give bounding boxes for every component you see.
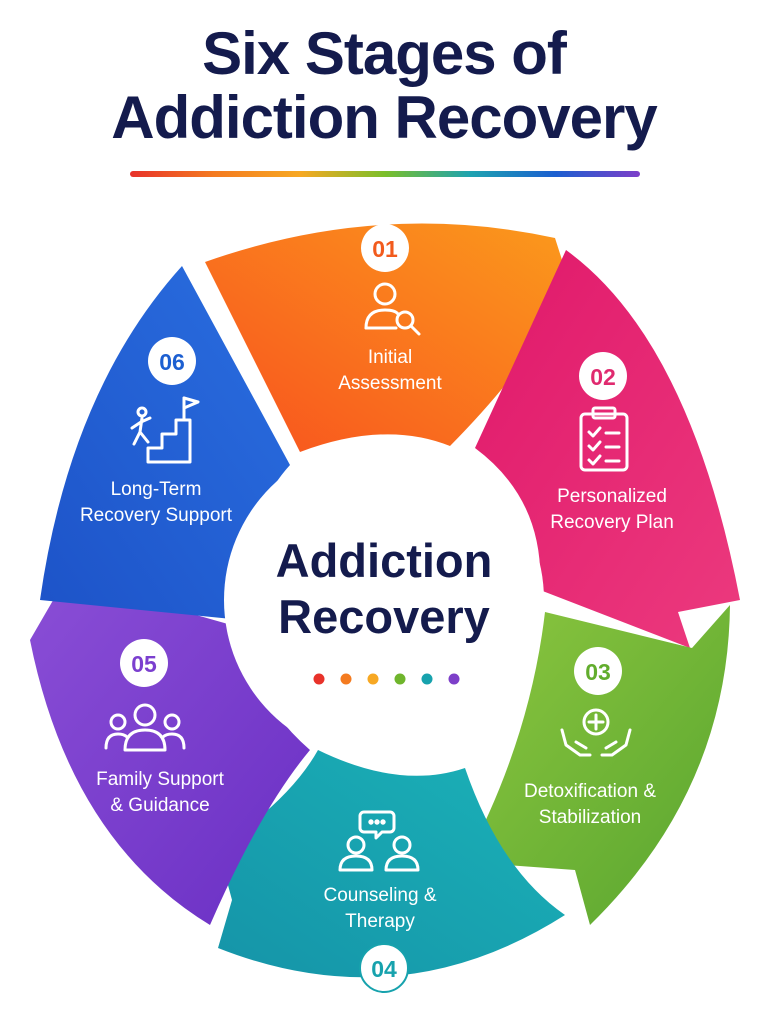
stage-02-number-badge [579,352,627,400]
stage-03-label-line-2: Stabilization [539,807,641,828]
title-rainbow-underline [130,171,640,177]
stage-04-label-line-2: Therapy [345,911,415,932]
stage-04-label-line-1: Counseling & [323,885,436,906]
stage-01-number: 01 [372,236,398,262]
stage-04-number: 04 [371,956,397,982]
two-people-chat-icon [338,810,420,872]
stage-06-label-line-2: Recovery Support [80,505,233,526]
center-dot [340,673,352,685]
stage-02-number: 02 [590,364,616,390]
stage-01-segment [205,223,570,452]
center-title-line-2: Recovery [278,590,490,643]
stage-01-number-badge [361,224,409,272]
stage-02: 02 Personalized Recovery Plan [550,352,674,533]
stage-04-segment [218,750,565,978]
stage-05: 05 Family Support & Guidance [96,639,225,816]
page-title: Six Stages of Addiction Recovery [0,22,768,150]
center-circle [224,440,544,760]
stage-05-number: 05 [131,651,157,677]
stage-03-number: 03 [585,659,611,685]
stage-01-label-line-2: Assessment [338,373,442,394]
person-search-icon [364,282,421,336]
stage-02-label-line-2: Recovery Plan [550,512,674,533]
center-dot [421,673,433,685]
center-title-line-1: Addiction [276,534,493,587]
stage-06-label-line-1: Long-Term [111,479,202,500]
center-dot [367,673,379,685]
center-dot [313,673,325,685]
stage-02-label-line-1: Personalized [557,486,667,507]
stage-05-label-line-1: Family Support [96,769,224,790]
title-line-2: Addiction Recovery [111,84,657,151]
stage-01-label-line-1: Initial [368,347,412,368]
center-dot [394,673,406,685]
stairs-goal-flag-icon [130,396,200,464]
stage-05-number-badge [120,639,168,687]
stage-01: 01 Initial Assessment [338,224,442,394]
stage-06: 06 Long-Term Recovery Support [80,337,233,526]
stage-04: Counseling & Therapy 04 [323,810,437,993]
clipboard-checklist-icon [579,406,629,472]
center-dot [448,673,460,685]
title-line-1: Six Stages of [202,20,567,87]
family-group-icon [104,703,186,752]
stage-04-number-badge [359,943,409,993]
stage-03-label-line-1: Detoxification & [524,781,656,802]
stage-06-number: 06 [159,349,185,375]
stage-06-segment [40,266,290,620]
hands-medical-cross-icon [560,708,632,757]
stage-06-number-badge [148,337,196,385]
stage-05-label-line-2: & Guidance [110,795,209,816]
stage-03-segment [465,605,730,925]
stage-02-segment [475,250,740,648]
stage-03-number-badge [574,647,622,695]
center-color-dots [313,673,460,685]
stage-03: 03 Detoxification & Stabilization [524,647,656,828]
